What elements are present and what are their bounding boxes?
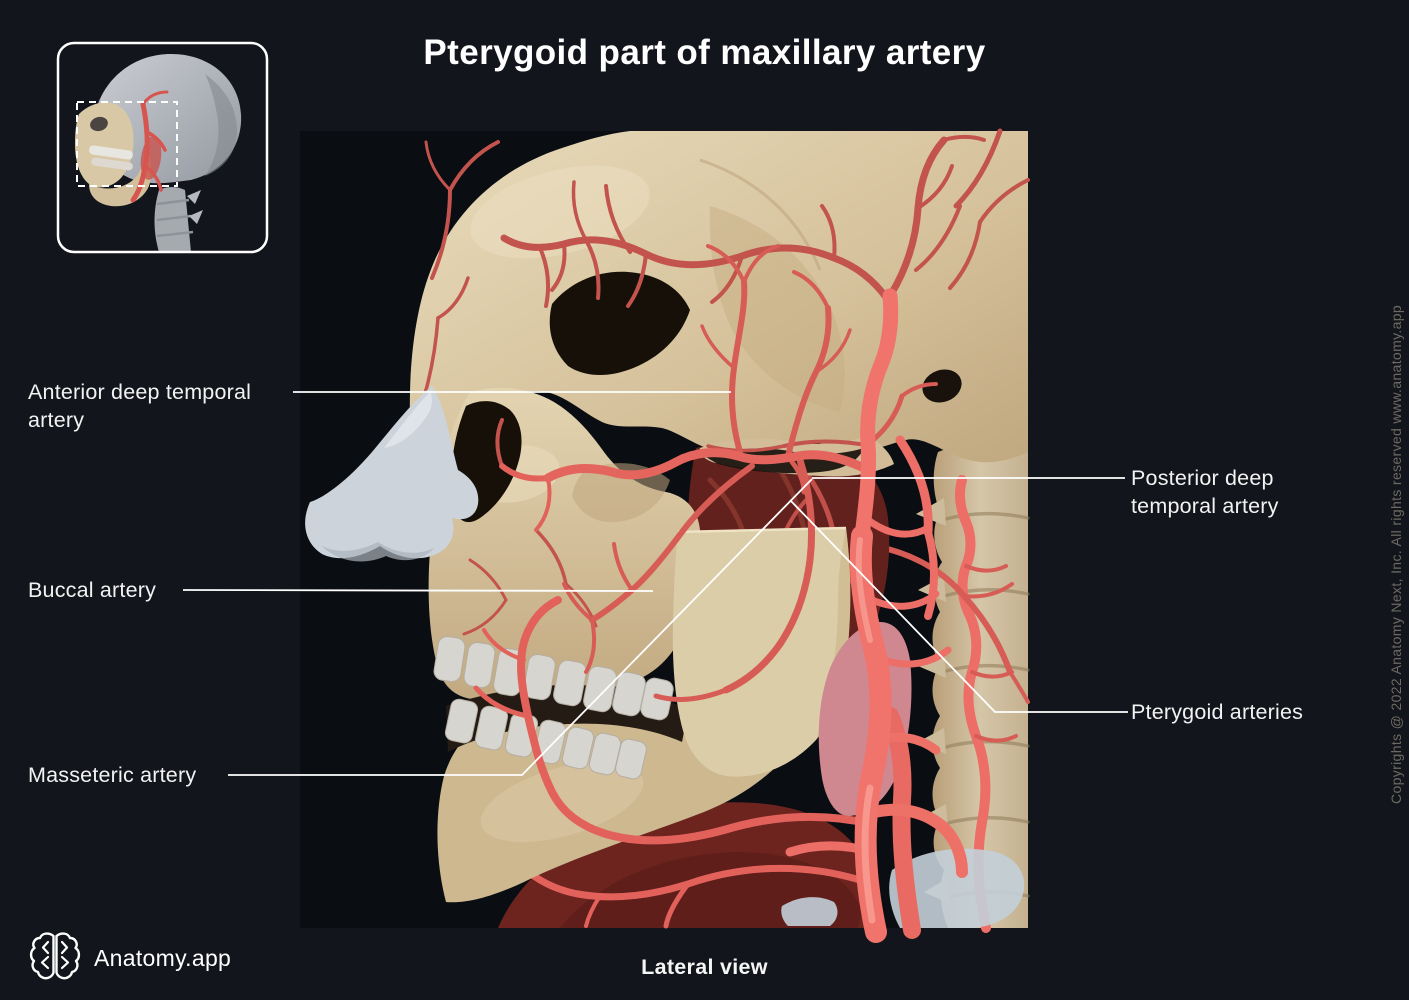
leader-buccal (182, 589, 654, 592)
view-label: Lateral view (641, 955, 768, 979)
skull-lateral-thumbnail (56, 41, 269, 254)
page-title: Pterygoid part of maxillary artery (423, 33, 986, 72)
leader-masseteric (228, 478, 813, 776)
brain-icon (28, 929, 82, 988)
label-buccal-artery: Buccal artery (28, 578, 157, 602)
label-pterygoid-arteries: Pterygoid arteries (1131, 700, 1304, 724)
posterior-arteries (881, 475, 1030, 933)
leader-pterygoid (789, 499, 1128, 713)
label-line: temporal artery (1131, 494, 1279, 518)
brand-logo: Anatomy.app (28, 929, 231, 988)
label-anterior-deep-temporal-artery: Anterior deep temporal artery (28, 378, 251, 434)
carotid-maxillary-trunk (785, 288, 968, 943)
leader-lines (182, 391, 1128, 776)
mini-skull (75, 54, 242, 252)
nasal-cartilage (305, 386, 479, 562)
laryngeal-cartilage (781, 848, 1025, 928)
copyright-text: Copyrights @ 2022 Anatomy Next, Inc. All… (1388, 304, 1404, 804)
label-line: Anterior deep temporal (28, 380, 252, 404)
brand-name: Anatomy.app (94, 945, 232, 971)
context-inset (55, 40, 270, 255)
inset-border (56, 41, 269, 254)
label-line: artery (28, 408, 85, 432)
label-line: Posterior deep (1131, 466, 1274, 490)
highlight-region-box (76, 101, 178, 187)
label-masseteric-artery: Masseteric artery (28, 763, 197, 787)
label-posterior-deep-temporal-artery: Posterior deep temporal artery (1131, 464, 1279, 520)
artery-branches (424, 128, 1030, 845)
